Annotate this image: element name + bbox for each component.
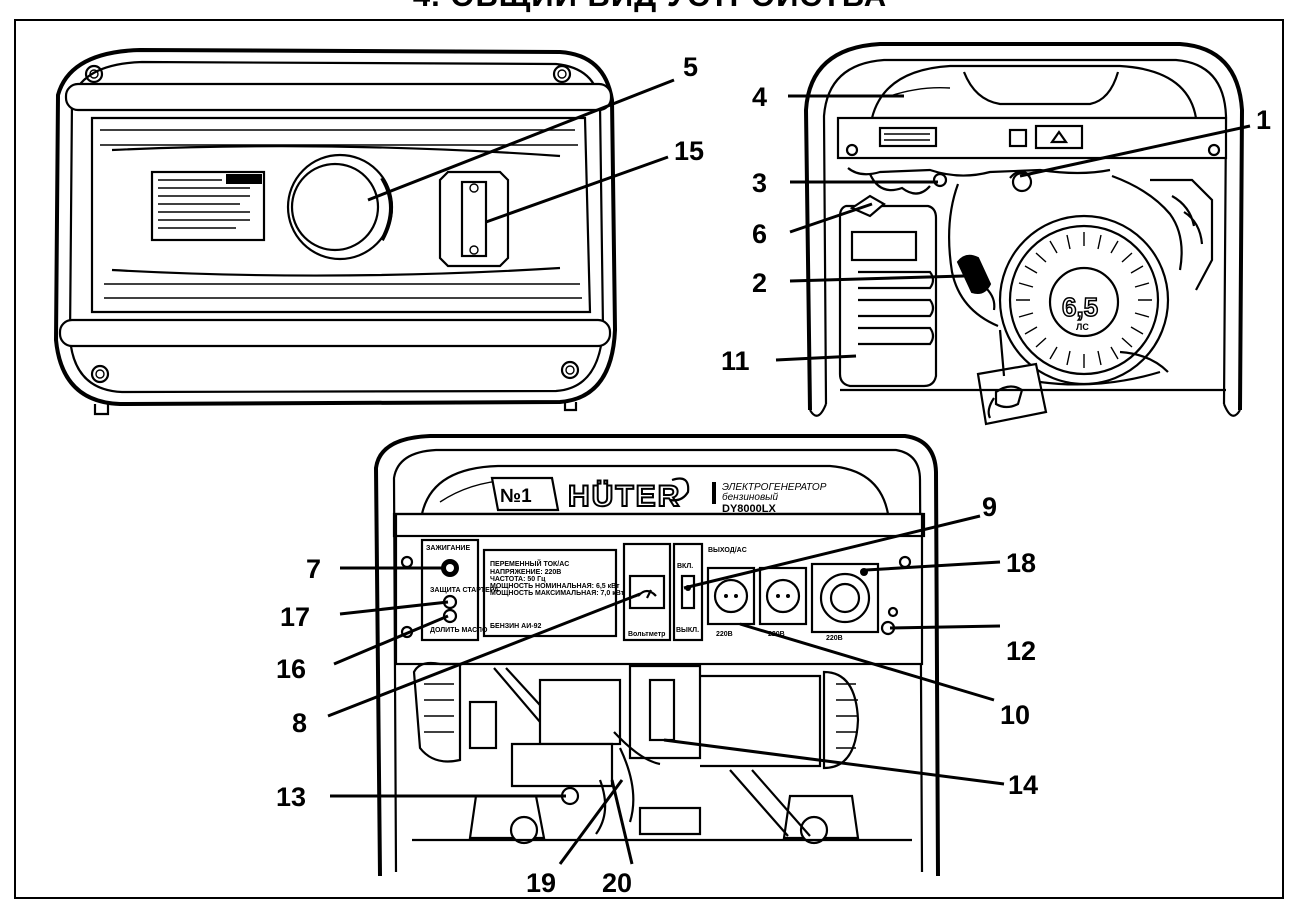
callout-19: 19 xyxy=(526,868,556,895)
callout-5: 5 xyxy=(683,52,698,82)
callout-2: 2 xyxy=(752,268,767,298)
side-view xyxy=(53,47,618,416)
ignition-label: ЗАЖИГАНИЕ xyxy=(426,545,470,552)
callout-20: 20 xyxy=(602,868,632,895)
callout-4: 4 xyxy=(752,82,767,112)
callout-8: 8 xyxy=(292,708,307,738)
callout-numbers: 5 15 4 1 3 6 2 11 7 17 16 8 9 18 12 10 1… xyxy=(276,52,1271,895)
ac-power-max: МОЩНОСТЬ МАКСИМАЛЬНАЯ: 7,0 кВт xyxy=(490,590,625,597)
callout-12: 12 xyxy=(1006,636,1036,666)
callout-1: 1 xyxy=(1256,105,1271,135)
panel-badge: №1 xyxy=(500,486,532,507)
outlet-1-voltage: 220В xyxy=(716,631,733,638)
callout-7: 7 xyxy=(306,554,321,584)
model-code: DY8000LX xyxy=(722,503,776,515)
callout-6: 6 xyxy=(752,219,767,249)
ac-voltage: НАПРЯЖЕНИЕ: 220В xyxy=(490,569,561,576)
callout-18: 18 xyxy=(1006,548,1036,578)
callout-10: 10 xyxy=(1000,700,1030,730)
oil-label: ДОЛИТЬ МАСЛО xyxy=(430,627,488,634)
switch-on-label: ВКЛ. xyxy=(677,563,693,570)
callout-3: 3 xyxy=(752,168,767,198)
engine-view: 6,5 ЛС xyxy=(803,42,1245,426)
brand-logo: HÜTER xyxy=(568,480,681,513)
model-line-1: ЭЛЕКТРОГЕНЕРАТОР xyxy=(722,482,827,493)
voltmeter-label: Вольтметр xyxy=(628,631,665,638)
callout-9: 9 xyxy=(982,492,997,522)
engine-hp-value: 6,5 xyxy=(1062,292,1098,322)
fuel-type: БЕНЗИН АИ-92 xyxy=(490,623,541,630)
starter-protect-label: ЗАЩИТА СТАРТЕРА xyxy=(430,587,499,594)
engine-hp-unit: ЛС xyxy=(1076,322,1089,332)
callout-13: 13 xyxy=(276,782,306,812)
page-title: 4. ОБЩИЙ ВИД УСТРОЙСТВА xyxy=(0,0,1300,14)
outlet-3-voltage: 220В xyxy=(826,635,843,642)
panel-view: №1 HÜTER ЭЛЕКТРОГЕНЕРАТОР бензиновый DY8… xyxy=(373,434,940,877)
callout-11: 11 xyxy=(721,346,750,376)
callout-leaders xyxy=(327,78,1251,865)
ac-title: ПЕРЕМЕННЫЙ ТОК/AC xyxy=(490,559,569,568)
ac-power-nominal: МОЩНОСТЬ НОМИНАЛЬНАЯ: 6,5 кВт xyxy=(490,583,620,590)
output-label: ВЫХОД/AC xyxy=(708,547,747,554)
callout-14: 14 xyxy=(1008,770,1038,800)
switch-off-label: ВЫКЛ. xyxy=(676,627,699,634)
callout-15: 15 xyxy=(674,136,704,166)
model-line-2: бензиновый xyxy=(722,491,779,503)
ac-frequency: ЧАСТОТА: 50 Гц xyxy=(490,576,546,583)
callout-17: 17 xyxy=(280,602,310,632)
callout-16: 16 xyxy=(276,654,306,684)
